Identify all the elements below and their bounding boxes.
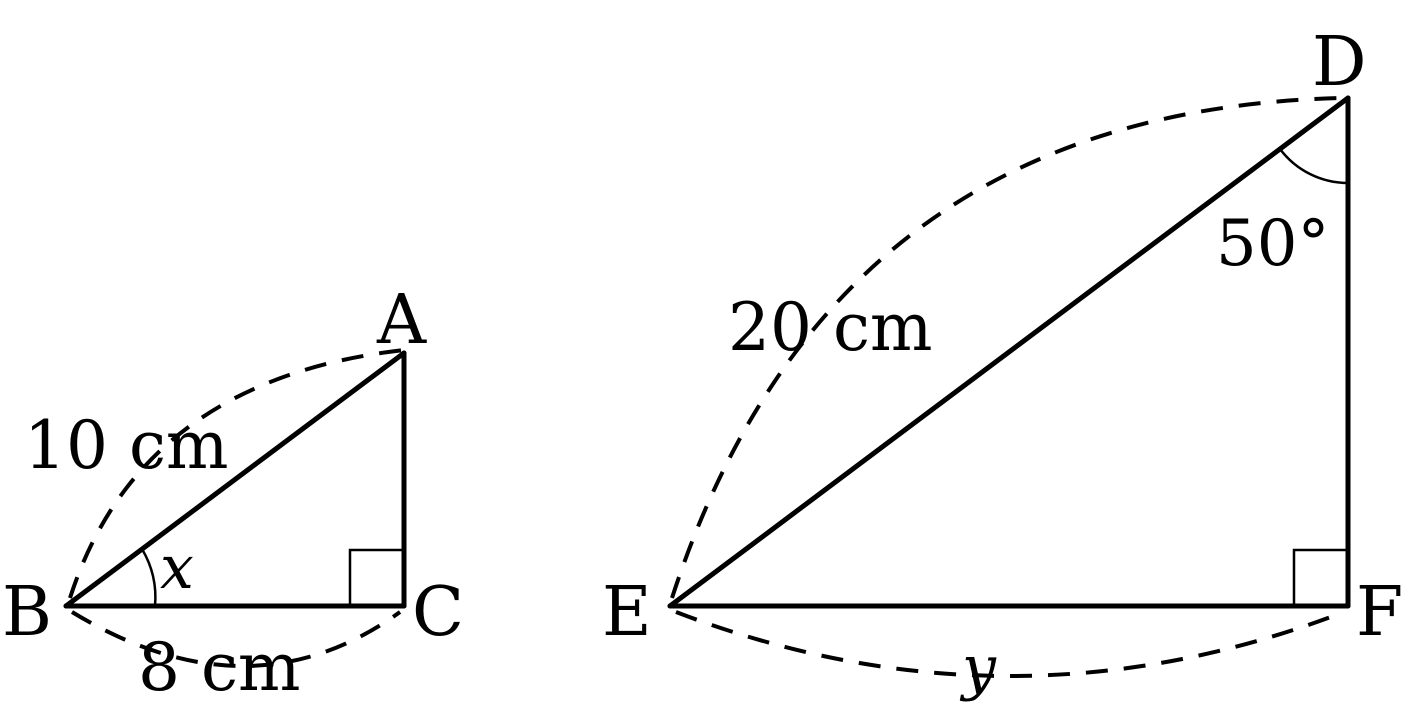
vertex-label-c: C (412, 573, 464, 652)
side-ab-length-label: 10 cm (24, 407, 229, 484)
side-ab (63, 350, 407, 609)
side-bc-length-label: 8 cm (138, 629, 301, 706)
vertex-label-a: A (376, 281, 427, 360)
side-de (667, 95, 1351, 609)
dimension-arc-ab (68, 348, 405, 599)
dimension-arc-ef (675, 610, 1345, 678)
dimension-arc-bc (70, 610, 402, 668)
angle-arc-b (140, 548, 157, 607)
vertex-label-f: F (1356, 573, 1403, 652)
triangle-abc (63, 348, 407, 668)
side-de-length-label: 20 cm (728, 289, 933, 366)
vertex-label-e: E (602, 573, 652, 652)
vertex-label-b: B (2, 573, 52, 652)
right-angle-mark-c (348, 548, 404, 606)
right-angle-mark-f (1292, 548, 1348, 606)
side-ef-length-label: y (959, 633, 997, 703)
triangle-def (667, 95, 1351, 678)
vertex-label-d: D (1312, 23, 1367, 102)
angle-arc-d (1279, 148, 1349, 185)
angle-b-label: x (160, 533, 194, 603)
angle-d-label: 50° (1216, 207, 1329, 281)
